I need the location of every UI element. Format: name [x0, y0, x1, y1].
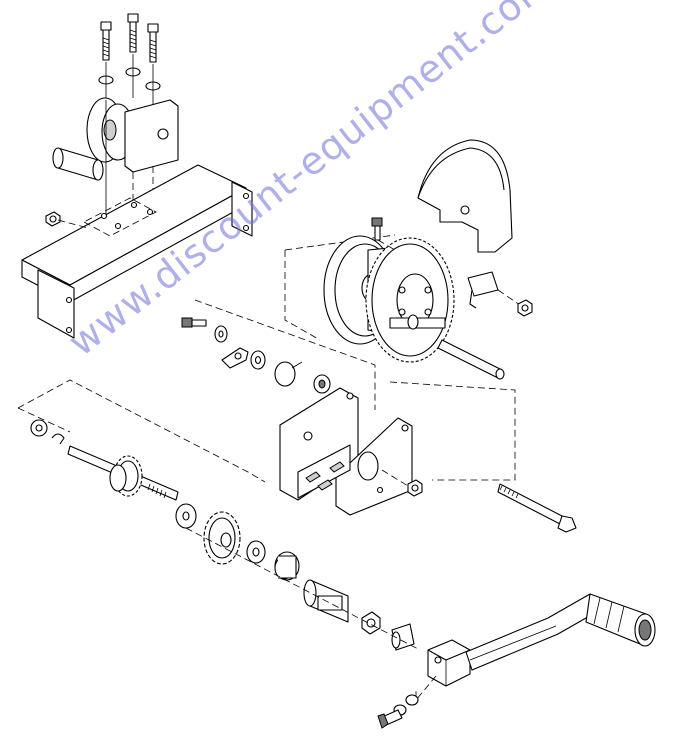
long-bolt	[497, 483, 577, 533]
top-bolt-set	[98, 13, 161, 108]
pinion-sprocket	[203, 511, 241, 565]
drum-and-gear-assembly	[284, 217, 455, 363]
handle-bolt	[377, 675, 437, 729]
gear-cover	[417, 139, 513, 253]
roller-guide-assembly	[52, 97, 179, 215]
lower-parts	[175, 503, 421, 651]
winch-frame	[279, 387, 423, 516]
ratchet-small-parts	[181, 299, 376, 410]
bolt-2	[127, 13, 139, 53]
bolt-1	[100, 21, 112, 61]
crank-handle	[427, 593, 656, 687]
mounting-channel	[21, 164, 253, 339]
drive-shaft-group	[17, 379, 266, 501]
pawl-clip	[467, 271, 533, 317]
pawl-pin	[389, 339, 516, 481]
bolt-3	[147, 23, 159, 63]
